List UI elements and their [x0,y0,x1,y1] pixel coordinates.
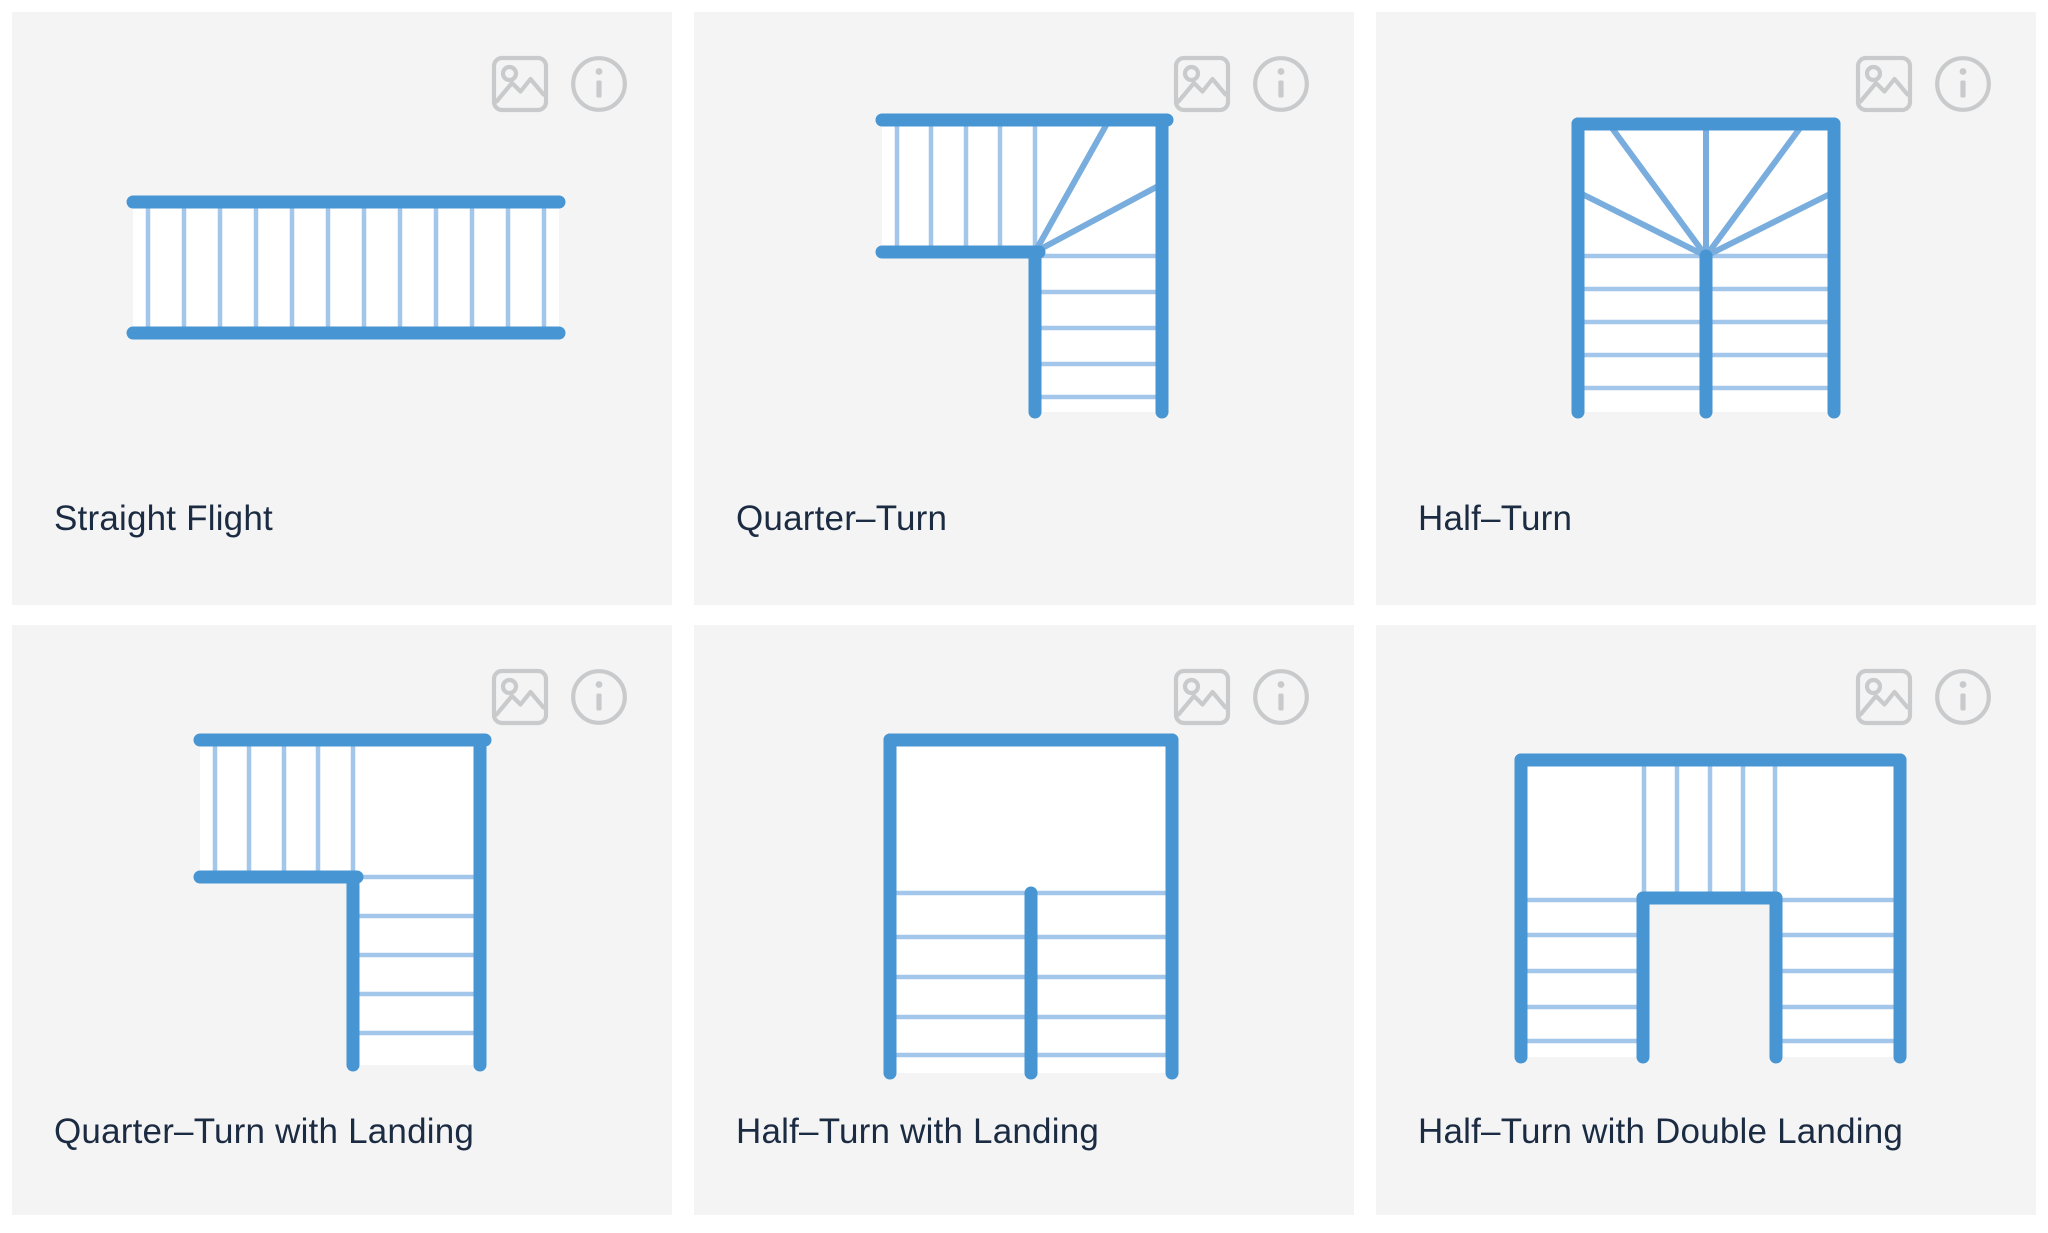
image-icon[interactable] [1854,54,1914,114]
half-turn-with-double-landing-diagram [1514,753,1907,1064]
card-label: Half–Turn [1418,499,1573,538]
quarter-turn-diagram [875,113,1174,419]
half-turn-diagram [1571,117,1841,419]
info-icon[interactable] [570,668,628,726]
card-label: Half–Turn with Double Landing [1418,1112,1904,1151]
info-icon[interactable] [1252,668,1310,726]
image-icon[interactable] [1854,667,1914,727]
card-half-turn-with-landing[interactable]: Half–Turn with Landing [694,625,1354,1215]
card-label: Quarter–Turn with Landing [54,1112,475,1151]
info-icon[interactable] [1934,668,1992,726]
half-turn-with-landing-diagram [883,733,1179,1080]
card-quarter-turn[interactable]: Quarter–Turn [694,12,1354,605]
card-label: Quarter–Turn [736,499,948,538]
image-icon[interactable] [1172,54,1232,114]
card-straight-flight[interactable]: Straight Flight [12,12,672,605]
info-icon[interactable] [1252,55,1310,113]
image-icon[interactable] [490,54,550,114]
card-quarter-turn-with-landing[interactable]: Quarter–Turn with Landing [12,625,672,1215]
info-icon[interactable] [1934,55,1992,113]
card-label: Straight Flight [54,499,273,538]
info-icon[interactable] [570,55,628,113]
card-half-turn-with-double-landing[interactable]: Half–Turn with Double Landing [1376,625,2036,1215]
quarter-turn-with-landing-diagram [193,733,492,1072]
card-label: Half–Turn with Landing [736,1112,1100,1151]
straight-flight-diagram [126,195,566,340]
image-icon[interactable] [490,667,550,727]
card-half-turn[interactable]: Half–Turn [1376,12,2036,605]
image-icon[interactable] [1172,667,1232,727]
